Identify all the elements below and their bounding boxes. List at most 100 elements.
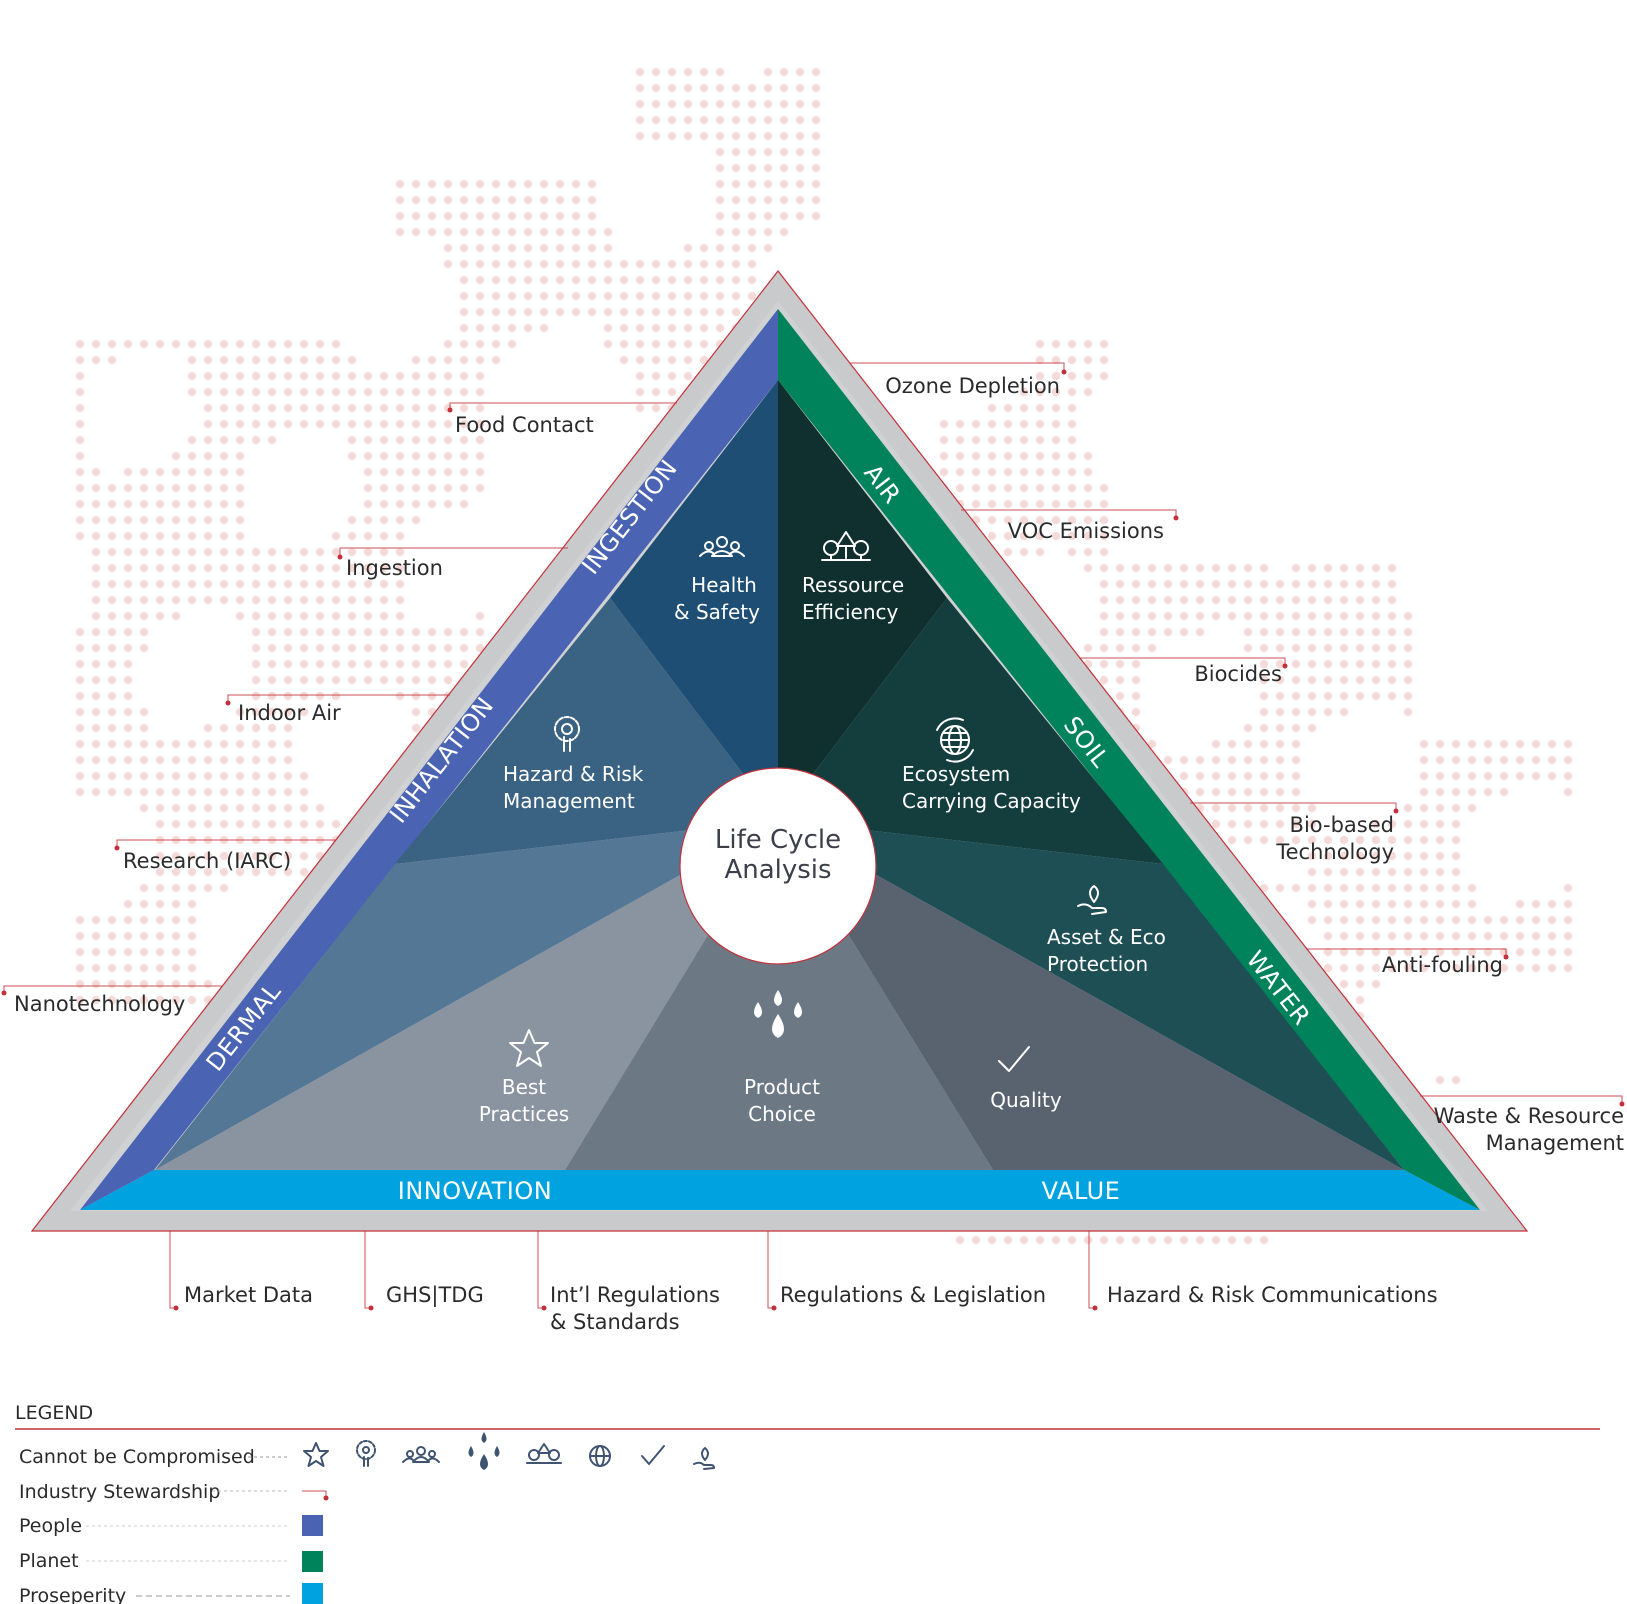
map-dot <box>1099 611 1109 621</box>
prosperity-band <box>80 1170 1480 1210</box>
map-dot <box>683 99 693 109</box>
map-dot <box>219 387 229 397</box>
map-dot <box>123 963 133 973</box>
map-dot <box>203 515 213 525</box>
map-dot <box>667 355 677 365</box>
map-dot <box>107 995 117 1005</box>
map-dot <box>1515 771 1525 781</box>
map-dot <box>1131 611 1141 621</box>
map-dot <box>139 899 149 909</box>
map-dot <box>1243 1235 1253 1245</box>
map-dot <box>491 227 501 237</box>
map-dot <box>187 547 197 557</box>
map-dot <box>107 675 117 685</box>
map-dot <box>459 499 469 509</box>
map-dot <box>267 707 277 717</box>
map-dot <box>1259 787 1269 797</box>
map-dot <box>299 659 309 669</box>
map-dot <box>1419 883 1429 893</box>
map-dot <box>283 771 293 781</box>
map-dot <box>1291 723 1301 733</box>
map-dot <box>683 67 693 77</box>
map-dot <box>795 131 805 141</box>
map-dot <box>715 291 725 301</box>
map-dot <box>411 483 421 493</box>
map-dot <box>1467 803 1477 813</box>
map-dot <box>1515 963 1525 973</box>
map-dot <box>347 595 357 605</box>
map-dot <box>203 851 213 861</box>
map-dot <box>1147 595 1157 605</box>
map-dot <box>1019 1235 1029 1245</box>
map-dot <box>667 371 677 381</box>
map-dot <box>587 307 597 317</box>
map-dot <box>187 595 197 605</box>
map-dot <box>731 131 741 141</box>
map-dot <box>395 627 405 637</box>
map-dot <box>1499 755 1509 765</box>
map-dot <box>395 611 405 621</box>
map-dot <box>203 787 213 797</box>
map-dot <box>75 739 85 749</box>
legend-star-icon <box>303 1442 329 1467</box>
map-dot <box>667 275 677 285</box>
map-dot <box>283 579 293 589</box>
map-dot <box>1451 947 1461 957</box>
map-dot <box>267 739 277 749</box>
map-dot <box>1051 499 1061 509</box>
map-dot <box>1179 755 1189 765</box>
map-dot <box>1531 771 1541 781</box>
map-dot <box>1371 883 1381 893</box>
map-dot <box>443 419 453 429</box>
map-dot <box>459 403 469 413</box>
map-dot <box>715 99 725 109</box>
map-dot <box>363 627 373 637</box>
map-dot <box>1067 499 1077 509</box>
map-dot <box>619 339 629 349</box>
map-dot <box>1291 803 1301 813</box>
map-dot <box>107 355 117 365</box>
map-dot <box>1019 467 1029 477</box>
map-dot <box>1403 851 1413 861</box>
map-dot <box>1307 563 1317 573</box>
map-dot <box>331 403 341 413</box>
map-dot <box>1227 1235 1237 1245</box>
gear-hand-icon <box>554 716 580 752</box>
map-dot <box>1195 563 1205 573</box>
map-dot <box>363 403 373 413</box>
map-dot <box>395 659 405 669</box>
map-dot <box>507 275 517 285</box>
map-dot <box>1323 691 1333 701</box>
map-dot <box>1451 787 1461 797</box>
map-dot <box>1339 691 1349 701</box>
map-dot <box>1131 659 1141 669</box>
map-dot <box>635 339 645 349</box>
map-dot <box>235 339 245 349</box>
map-dot <box>811 179 821 189</box>
map-dot <box>475 627 485 637</box>
map-dot <box>1147 1235 1157 1245</box>
map-dot <box>475 451 485 461</box>
map-dot <box>75 531 85 541</box>
map-dot <box>171 563 181 573</box>
map-dot <box>267 851 277 861</box>
map-dot <box>1371 899 1381 909</box>
map-dot <box>731 179 741 189</box>
map-dot <box>283 675 293 685</box>
map-dot <box>363 595 373 605</box>
map-dot <box>1355 579 1365 589</box>
map-dot <box>187 579 197 589</box>
segment-label-health-safety-2: & Safety <box>674 600 760 624</box>
map-dot <box>363 515 373 525</box>
map-dot <box>747 211 757 221</box>
map-dot <box>619 323 629 333</box>
map-dot <box>683 371 693 381</box>
map-dot <box>1387 563 1397 573</box>
map-dot <box>203 403 213 413</box>
map-dot <box>363 467 373 477</box>
map-dot <box>571 275 581 285</box>
map-dot <box>267 387 277 397</box>
map-dot <box>747 99 757 109</box>
map-dot <box>443 499 453 509</box>
map-dot <box>203 883 213 893</box>
